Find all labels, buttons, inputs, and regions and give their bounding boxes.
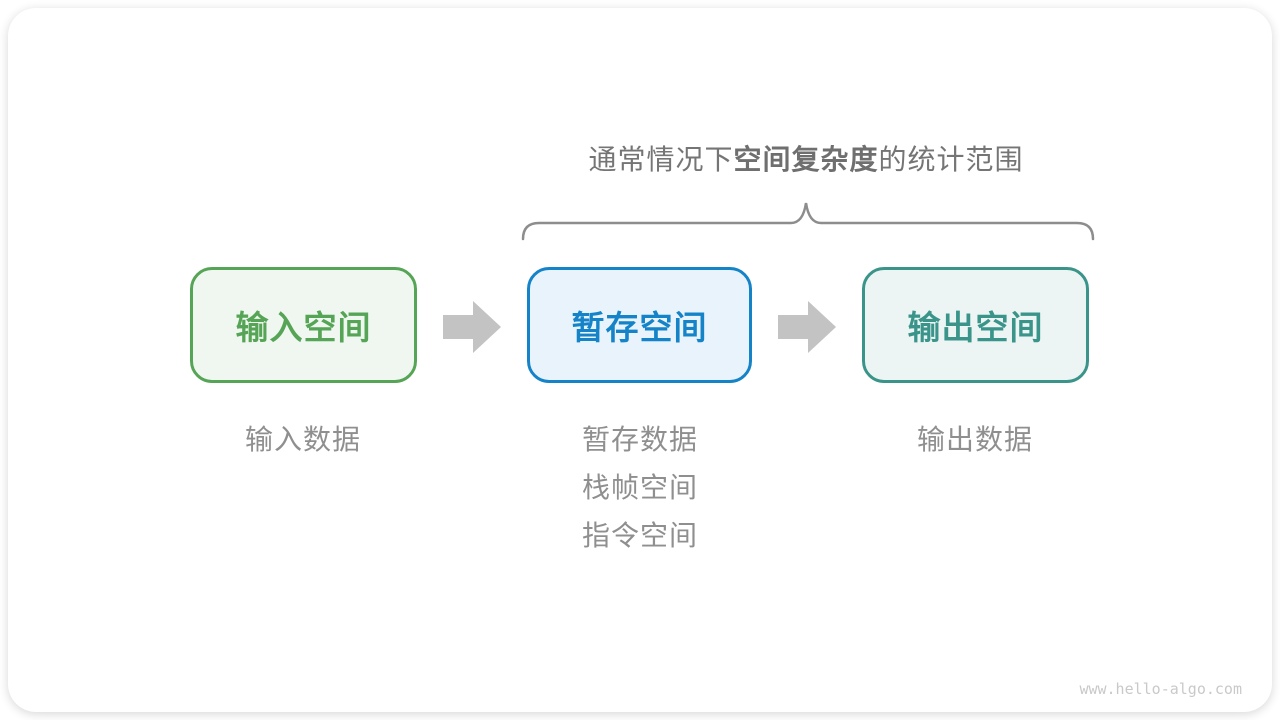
temp-data-label: 暂存数据 xyxy=(581,424,699,455)
arrow-right-icon xyxy=(778,301,836,353)
output-data-label: 输出数据 xyxy=(916,424,1034,455)
scope-title-prefix: 通常情况下 xyxy=(588,144,734,175)
output-space-label: 输出空间 xyxy=(907,309,1044,346)
input-space-box: 输入空间 xyxy=(190,267,417,383)
stack-frame-label: 栈帧空间 xyxy=(581,472,699,503)
output-space-box: 输出空间 xyxy=(862,267,1089,383)
temp-space-box: 暂存空间 xyxy=(527,267,752,383)
temp-space-label: 暂存空间 xyxy=(571,309,708,346)
input-data-label: 输入数据 xyxy=(244,424,362,455)
diagram-card: 通常情况下空间复杂度的统计范围 输入空间 暂存空间 输出空间 输入数据 暂存数据… xyxy=(8,8,1272,712)
arrow-right-icon xyxy=(443,301,501,353)
input-space-label: 输入空间 xyxy=(235,309,372,346)
scope-title-suffix: 的统计范围 xyxy=(878,144,1024,175)
watermark: www.hello-algo.com xyxy=(1079,680,1242,698)
scope-title: 通常情况下空间复杂度的统计范围 xyxy=(588,144,1023,176)
instruction-label: 指令空间 xyxy=(581,520,699,551)
scope-title-bold-term: 空间复杂度 xyxy=(733,144,879,175)
